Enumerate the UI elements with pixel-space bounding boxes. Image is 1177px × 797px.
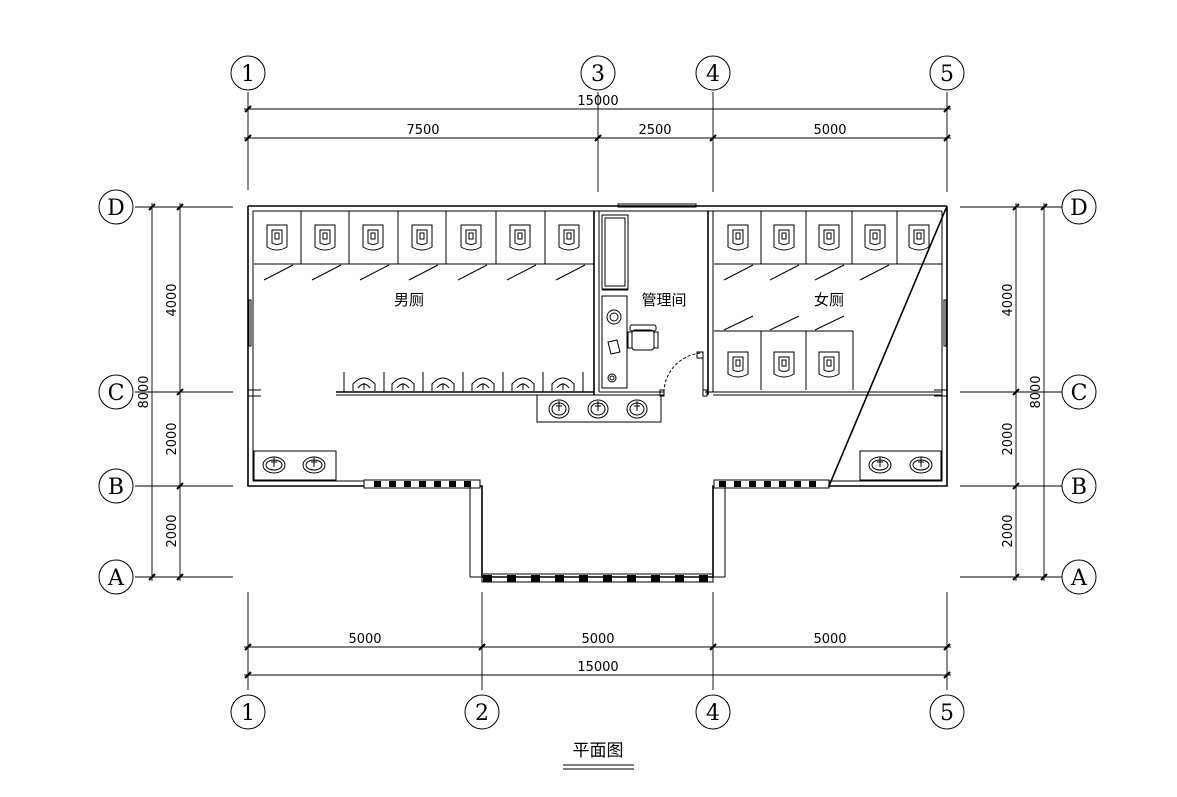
svg-text:2: 2 — [475, 701, 489, 726]
svg-text:D: D — [1070, 196, 1088, 221]
interior-walls — [336, 211, 942, 396]
drawing-title: 平面图 — [563, 741, 634, 770]
svg-text:C: C — [108, 381, 125, 406]
svg-text:2000: 2000 — [165, 422, 180, 455]
room-label-office: 管理间 — [641, 291, 686, 309]
svg-text:7500: 7500 — [406, 123, 439, 138]
svg-text:2000: 2000 — [165, 514, 180, 547]
men-wash-basins — [253, 450, 337, 481]
women-stalls — [714, 211, 942, 390]
svg-text:2500: 2500 — [638, 123, 671, 138]
exterior-walls — [247, 203, 948, 578]
grid-bubble-top-4: 4 — [695, 55, 731, 91]
dimension-bottom: 5000 5000 5000 15000 — [244, 632, 951, 679]
grid-bubble-bottom-1: 1 — [230, 694, 266, 730]
dimension-top-total: 15000 — [577, 94, 618, 109]
svg-text:3: 3 — [591, 62, 605, 87]
svg-text:4000: 4000 — [165, 283, 180, 316]
svg-text:D: D — [107, 196, 125, 221]
women-wash-basins — [859, 450, 942, 481]
grid-bubble-top-3: 3 — [580, 55, 616, 91]
grid-bubble-top-5: 5 — [929, 55, 965, 91]
dimension-left: 4000 2000 2000 8000 — [137, 203, 184, 581]
grid-bubble-bottom-2: 2 — [464, 694, 500, 730]
svg-text:5000: 5000 — [813, 123, 846, 138]
grid-bubble-bottom-5: 5 — [929, 694, 965, 730]
dimension-right: 4000 2000 2000 8000 — [1001, 203, 1048, 581]
room-label-women: 女厕 — [814, 291, 844, 309]
svg-text:A: A — [107, 566, 125, 591]
dimension-top: 15000 7500 2500 5000 — [244, 94, 951, 142]
women-squat-toilets — [727, 224, 930, 378]
svg-text:4: 4 — [706, 701, 720, 726]
men-stalls — [254, 211, 594, 281]
grid-bubble-left-b: B — [98, 468, 134, 504]
entrance-bollards — [363, 479, 830, 583]
dimension-right-total: 8000 — [1029, 375, 1044, 408]
svg-text:5: 5 — [940, 62, 954, 87]
grid-bubble-left-c: C — [98, 374, 134, 410]
dimension-left-total: 8000 — [137, 375, 152, 408]
svg-text:5000: 5000 — [348, 632, 381, 647]
svg-text:5000: 5000 — [813, 632, 846, 647]
svg-text:平面图: 平面图 — [573, 741, 624, 761]
svg-text:2000: 2000 — [1001, 514, 1016, 547]
svg-text:B: B — [108, 475, 124, 500]
grid-bubble-right-d: D — [1061, 189, 1097, 225]
men-squat-toilets — [266, 224, 580, 251]
svg-text:5000: 5000 — [581, 632, 614, 647]
grid-bubble-right-a: A — [1061, 559, 1097, 595]
men-urinals — [343, 372, 584, 392]
room-label-men: 男厕 — [394, 291, 424, 309]
grid-bubble-right-b: B — [1061, 468, 1097, 504]
svg-text:1: 1 — [241, 62, 255, 87]
grid-bubble-left-a: A — [98, 559, 134, 595]
grid-bubble-left-d: D — [98, 189, 134, 225]
corridor-wash-basins — [536, 394, 662, 423]
dimension-bottom-total: 15000 — [577, 660, 618, 675]
svg-text:C: C — [1071, 381, 1088, 406]
grid-bubble-top-1: 1 — [230, 55, 266, 91]
svg-text:4000: 4000 — [1001, 283, 1016, 316]
svg-text:A: A — [1070, 566, 1088, 591]
svg-text:4: 4 — [706, 62, 720, 87]
office-door — [659, 351, 708, 397]
svg-text:B: B — [1071, 475, 1087, 500]
svg-text:1: 1 — [241, 701, 255, 726]
grid-bubble-right-c: C — [1061, 374, 1097, 410]
office-furniture — [601, 214, 659, 389]
grid-bubble-bottom-4: 4 — [695, 694, 731, 730]
svg-text:2000: 2000 — [1001, 422, 1016, 455]
svg-text:5: 5 — [940, 701, 954, 726]
